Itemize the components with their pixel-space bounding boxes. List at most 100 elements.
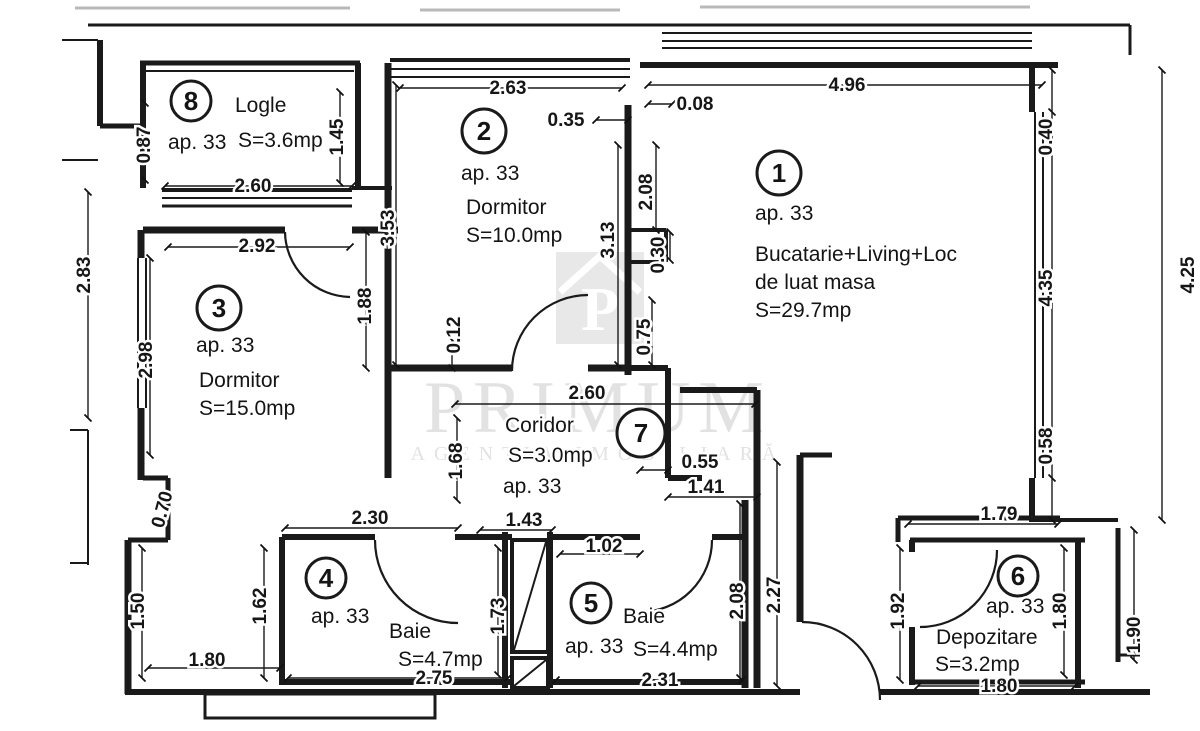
dim-label: 1.80 bbox=[981, 676, 1018, 697]
room-number-circle bbox=[569, 581, 613, 625]
dim-label: 2.60 bbox=[235, 176, 272, 197]
room-area: S=15.0mp bbox=[199, 397, 295, 420]
room-area: S=3.2mp bbox=[935, 653, 1020, 676]
room-unit: ap. 33 bbox=[986, 595, 1044, 618]
room-name: Depozitare bbox=[936, 626, 1038, 649]
room-name: Baie bbox=[389, 620, 431, 643]
room-number: 1 bbox=[772, 158, 786, 188]
dim-label: 1.50 bbox=[128, 593, 149, 630]
room-number-circle bbox=[460, 107, 508, 155]
room-number: 3 bbox=[212, 293, 226, 323]
dim-label: 1.02 bbox=[586, 536, 623, 557]
dim-label: 4.35 bbox=[1036, 269, 1057, 306]
dim-label: 1.88 bbox=[355, 288, 376, 325]
dim-label: 0.30 bbox=[648, 237, 669, 274]
room-number-circle bbox=[169, 79, 213, 123]
room-unit: ap. 33 bbox=[503, 475, 561, 498]
room-8-label: 8 Logle ap. 33 S=3.6mp bbox=[166, 79, 325, 157]
room-name: Dormitor bbox=[199, 369, 280, 392]
dim-label: 0.70 bbox=[148, 489, 178, 530]
dim-label: 1.45 bbox=[327, 118, 348, 155]
dim-label: 2.83 bbox=[74, 257, 95, 294]
scan-artifacts bbox=[75, 5, 1030, 12]
room-area: S=4.4mp bbox=[633, 638, 718, 661]
dim-label: 2.63 bbox=[490, 78, 527, 99]
watermark: P PRIMUM AGENTIA IMOBILIARĂ bbox=[411, 251, 786, 465]
dim-label: 0.55 bbox=[682, 452, 719, 473]
dim-label: 2.08 bbox=[727, 583, 748, 620]
room-7-label: Coridor 7 S=3.0mp ap. 33 bbox=[501, 407, 667, 501]
room-area: S=29.7mp bbox=[755, 299, 851, 322]
room-unit: ap. 33 bbox=[168, 131, 226, 154]
dim-label: 2.92 bbox=[239, 236, 276, 257]
dim-label: 4.96 bbox=[829, 75, 866, 96]
room-number: 6 bbox=[1011, 561, 1025, 591]
room-unit: ap. 33 bbox=[755, 202, 813, 225]
dim-label: 1.90 bbox=[1124, 617, 1145, 654]
dim-label: 2.60 bbox=[569, 383, 606, 404]
dim-label: 3.53 bbox=[378, 210, 399, 247]
watermark-brand: PRIMUM bbox=[424, 367, 772, 449]
room-6-label: 6 ap. 33 Depozitare S=3.2mp bbox=[933, 554, 1047, 679]
room-number: 2 bbox=[477, 116, 491, 146]
dim-label: 3.13 bbox=[598, 222, 619, 259]
dim-label: 1.79 bbox=[981, 504, 1018, 525]
room-area: S=3.6mp bbox=[238, 129, 323, 152]
room-4-label: 4 ap. 33 Baie S=4.7mp bbox=[304, 556, 485, 674]
room-number: 7 bbox=[634, 418, 648, 448]
room-number: 4 bbox=[319, 563, 334, 593]
room-name: Coridor bbox=[505, 414, 574, 437]
dim-label: 1.41 bbox=[688, 477, 725, 498]
dim-label: 0.75 bbox=[634, 318, 655, 355]
room-name: Dormitor bbox=[466, 196, 547, 219]
dim-label: 1.73 bbox=[488, 598, 509, 635]
dim-label: 2.30 bbox=[352, 508, 389, 529]
dim-label: 2.31 bbox=[642, 670, 679, 691]
room-number-circle bbox=[304, 556, 348, 600]
room-1-label: 1 ap. 33 Bucatarie+Living+Loc de luat ma… bbox=[753, 149, 959, 325]
dim-label: 1.43 bbox=[506, 510, 543, 531]
dim-label: 0.40 bbox=[1036, 119, 1057, 156]
room-unit: ap. 33 bbox=[311, 605, 369, 628]
room-5-label: 5 Baie ap. 33 S=4.4mp bbox=[563, 581, 720, 664]
dim-label: 4.25 bbox=[1178, 256, 1199, 293]
room-number: 8 bbox=[184, 86, 198, 116]
room-area: S=3.0mp bbox=[508, 444, 593, 467]
room-area: S=10.0mp bbox=[466, 224, 562, 247]
room-unit: ap. 33 bbox=[196, 334, 254, 357]
dim-label: 0.58 bbox=[1036, 428, 1057, 465]
dim-label: 2.75 bbox=[416, 668, 453, 689]
dim-label: 1.92 bbox=[888, 593, 909, 630]
dim-label: 0.35 bbox=[548, 110, 585, 131]
room-number-circle bbox=[755, 149, 803, 197]
dim-label: 2.27 bbox=[764, 577, 785, 614]
dim-label: 2.08 bbox=[636, 174, 657, 211]
room-unit: ap. 33 bbox=[565, 635, 623, 658]
dimension-lines bbox=[83, 65, 1167, 691]
dim-label: 0.12 bbox=[444, 317, 465, 354]
exterior-step bbox=[203, 692, 437, 720]
room-number-circle bbox=[615, 407, 667, 459]
room-unit: ap. 33 bbox=[461, 162, 519, 185]
dim-label: 1.80 bbox=[1050, 593, 1071, 630]
dimension-labels: 0.87 2.60 1.45 2.92 2.83 2.98 3.53 2.63 … bbox=[72, 73, 1200, 700]
room-area: S=4.7mp bbox=[398, 648, 483, 671]
room-3-label: 3 ap. 33 Dormitor S=15.0mp bbox=[194, 284, 298, 423]
room-name: Bucatarie+Living+Loc bbox=[755, 243, 957, 266]
watermark-subtitle: AGENTIA IMOBILIARĂ bbox=[411, 442, 786, 465]
room-2-label: 2 ap. 33 Dormitor S=10.0mp bbox=[459, 107, 565, 250]
dim-label: 1.62 bbox=[250, 588, 271, 625]
room-number-circle bbox=[195, 284, 243, 332]
room-name: Baie bbox=[623, 605, 665, 628]
room-name: Logle bbox=[235, 94, 286, 117]
room-number: 5 bbox=[584, 588, 598, 618]
watermark-logo-letter: P bbox=[581, 276, 619, 344]
room-name-line2: de luat masa bbox=[755, 271, 876, 294]
dim-label: 1.68 bbox=[446, 443, 467, 480]
room-number-circle bbox=[996, 554, 1040, 598]
dim-label: 0.08 bbox=[677, 94, 714, 115]
dim-label: 2.98 bbox=[136, 342, 157, 379]
dim-label: 0.87 bbox=[134, 127, 155, 164]
